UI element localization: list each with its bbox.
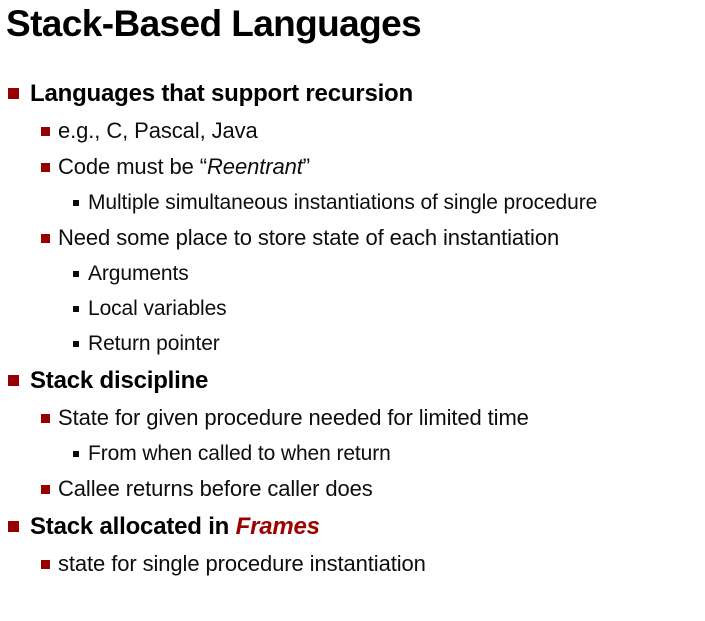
list-item: Return pointer (0, 326, 705, 361)
list-item: Stack allocated in Frames (0, 507, 705, 546)
list-item-label-prefix: Stack allocated in (30, 513, 236, 540)
list-item-label: Local variables (88, 297, 227, 320)
dark-square-bullet-icon (73, 306, 79, 312)
list-item-label-suffix: ” (302, 154, 310, 179)
list-item: Local variables (0, 291, 705, 326)
red-square-bullet-icon (41, 127, 50, 136)
list-item-label: Return pointer (88, 332, 220, 355)
dark-square-bullet-icon (73, 200, 79, 206)
list-item-label-emphasis: Reentrant (207, 154, 303, 179)
dark-square-bullet-icon (73, 271, 79, 277)
list-item: State for given procedure needed for lim… (0, 400, 705, 436)
dark-square-bullet-icon (73, 451, 79, 457)
list-item-label: Languages that support recursion (30, 80, 413, 107)
list-item: From when called to when return (0, 436, 705, 471)
list-item-label: e.g., C, Pascal, Java (58, 118, 258, 143)
list-item-label: Code must be “Reentrant” (58, 154, 310, 179)
list-item: state for single procedure instantiation (0, 546, 705, 582)
list-item: Arguments (0, 256, 705, 291)
list-item: Languages that support recursion (0, 74, 705, 113)
list-item: Callee returns before caller does (0, 471, 705, 507)
red-square-bullet-icon (41, 560, 50, 569)
list-item-label: state for single procedure instantiation (58, 551, 426, 576)
list-item: Need some place to store state of each i… (0, 220, 705, 256)
red-square-bullet-icon (8, 88, 19, 99)
dark-square-bullet-icon (73, 341, 79, 347)
red-square-bullet-icon (41, 163, 50, 172)
list-item: Stack discipline (0, 361, 705, 400)
list-item: Multiple simultaneous instantiations of … (0, 185, 705, 220)
page-title: Stack-Based Languages (6, 3, 422, 44)
list-item-label: State for given procedure needed for lim… (58, 405, 529, 430)
red-square-bullet-icon (8, 521, 19, 532)
list-item-label: Stack allocated in Frames (30, 513, 320, 540)
list-item-label-prefix: Code must be “ (58, 154, 208, 179)
list-item-label: Callee returns before caller does (58, 476, 373, 501)
list-item: Code must be “Reentrant” (0, 149, 705, 185)
list-item: e.g., C, Pascal, Java (0, 113, 705, 149)
list-item-label: From when called to when return (88, 442, 391, 465)
red-square-bullet-icon (41, 234, 50, 243)
red-square-bullet-icon (41, 414, 50, 423)
red-square-bullet-icon (8, 375, 19, 386)
list-item-label: Arguments (88, 262, 189, 285)
list-item-label: Multiple simultaneous instantiations of … (88, 191, 598, 214)
bullet-list: Languages that support recursion e.g., C… (0, 74, 705, 582)
list-item-label: Need some place to store state of each i… (58, 225, 560, 250)
list-item-label-emphasis: Frames (235, 513, 320, 540)
red-square-bullet-icon (41, 485, 50, 494)
list-item-label: Stack discipline (30, 367, 209, 394)
